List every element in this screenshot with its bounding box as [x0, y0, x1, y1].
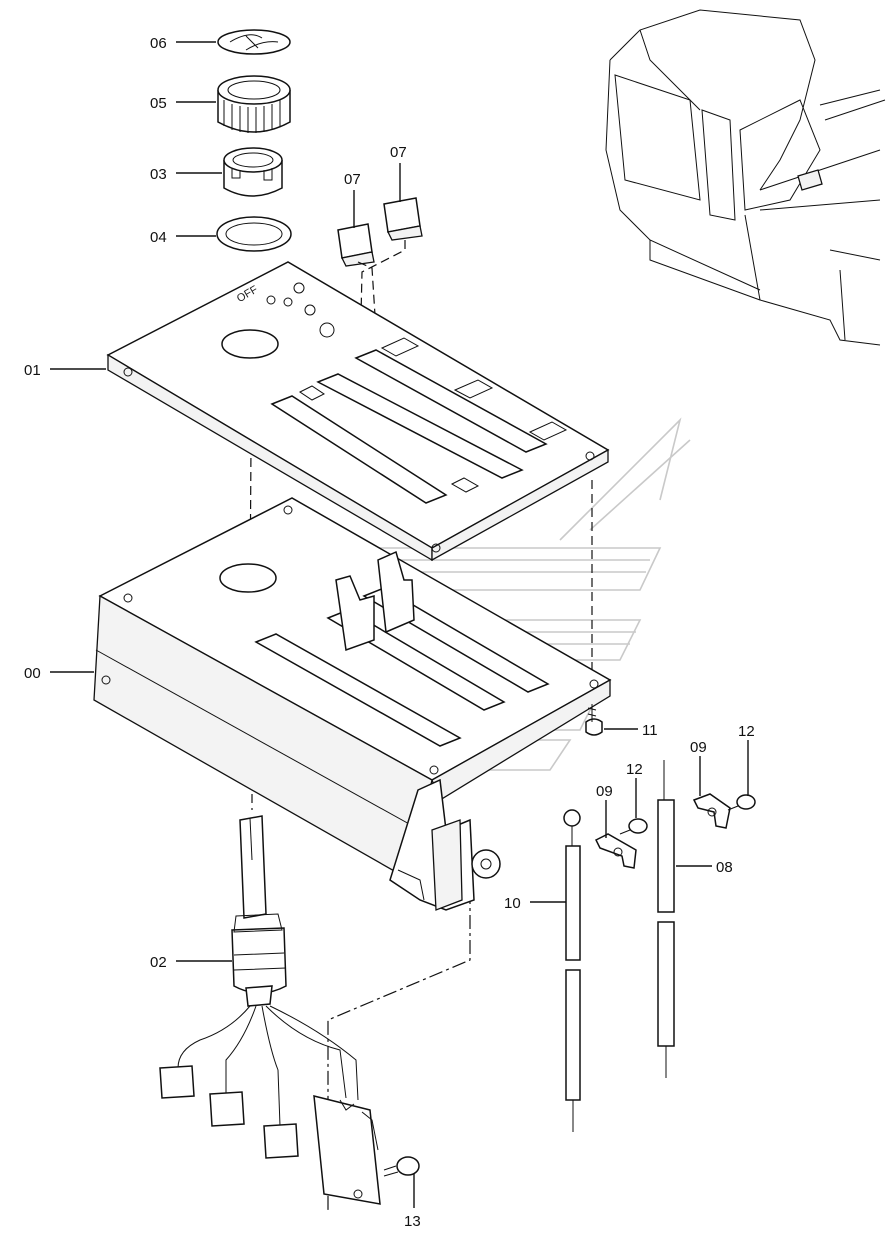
callout-11: 11 [642, 722, 658, 739]
callout-08: 08 [716, 859, 733, 876]
cover-plate-part: OFF [106, 261, 610, 562]
rod-10-part [563, 809, 581, 1132]
callout-01: 01 [24, 362, 41, 379]
callout-03: 03 [150, 166, 167, 183]
callout-09-left: 09 [596, 783, 613, 800]
callout-12-right: 12 [738, 723, 755, 740]
washer-part [216, 216, 292, 252]
switch-caps-part [337, 197, 423, 267]
callout-labels: 06 05 03 04 07 07 01 00 11 12 09 12 09 0… [24, 35, 755, 1230]
leader-lines [50, 41, 749, 1208]
knob-cap-part [217, 29, 291, 55]
callout-13: 13 [404, 1213, 421, 1230]
callout-07-right: 07 [390, 144, 407, 161]
callout-09-right: 09 [690, 739, 707, 756]
callout-05: 05 [150, 95, 167, 112]
console-box-part [93, 497, 612, 911]
clamps-09-part [594, 793, 731, 869]
switch-harness-part [159, 815, 381, 1205]
bolt-13-part [383, 1156, 420, 1177]
callout-02: 02 [150, 954, 167, 971]
screw-11-part [585, 704, 603, 736]
excavator-inset-illustration [605, 9, 886, 346]
collar-part [223, 147, 283, 197]
bolts-12-part [619, 794, 756, 835]
callout-10: 10 [504, 895, 521, 912]
rod-08-part [657, 760, 675, 1078]
callout-07-left: 07 [344, 171, 361, 188]
callout-12-left: 12 [626, 761, 643, 778]
knob-part [217, 75, 291, 133]
callout-06: 06 [150, 35, 167, 52]
callout-04: 04 [150, 229, 167, 246]
callout-00: 00 [24, 665, 41, 682]
